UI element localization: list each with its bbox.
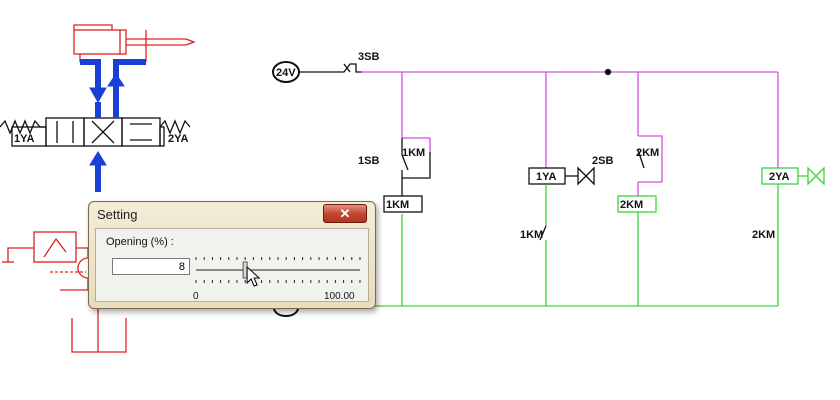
coil-1km xyxy=(383,195,423,213)
relief-line xyxy=(7,247,34,262)
label-2km-hold: 2KM xyxy=(636,147,659,159)
slider-thumb[interactable] xyxy=(242,261,248,279)
label-2ya-coil: 2YA xyxy=(769,171,789,183)
cylinder-rod-end xyxy=(185,38,196,46)
label-1km-hold: 1KM xyxy=(402,147,425,159)
cylinder-body xyxy=(73,29,127,55)
tank xyxy=(71,318,127,353)
label-valve-1ya: 1YA xyxy=(14,133,34,145)
label-2km-nc: 2KM xyxy=(752,229,775,241)
label-1km-coil: 1KM xyxy=(386,199,409,211)
pump-line xyxy=(76,247,89,258)
opening-input[interactable] xyxy=(112,258,190,275)
cylinder-cap xyxy=(73,24,113,30)
label-1sb: 1SB xyxy=(358,155,379,167)
slider-min-label: 0 xyxy=(193,291,199,302)
label-1ya-coil: 1YA xyxy=(536,171,556,183)
directional-valve xyxy=(0,117,191,147)
opening-slider[interactable] xyxy=(192,251,368,289)
switch-3sb xyxy=(336,63,362,73)
dialog-title: Setting xyxy=(97,207,138,222)
circuit-labels: 24V 3SB 1SB 1KM 1KM 1YA 2SB 2KM 2KM 1KM … xyxy=(14,51,789,241)
relief-arrow xyxy=(43,237,67,258)
setting-dialog: Setting ✕ Opening (%) : 0 100.00 xyxy=(88,201,376,309)
label-3sb: 3SB xyxy=(358,51,379,63)
drain-line xyxy=(60,278,89,291)
mouse-cursor-icon xyxy=(246,265,261,287)
relief-valve xyxy=(33,231,77,263)
opening-label: Opening (%) : xyxy=(106,236,174,248)
close-button[interactable]: ✕ xyxy=(323,204,367,223)
dialog-panel: Opening (%) : 0 100.00 xyxy=(95,228,369,302)
slider-max-label: 100.00 xyxy=(324,291,355,302)
label-1km-nc: 1KM xyxy=(520,229,543,241)
dialog-titlebar[interactable]: Setting ✕ xyxy=(89,202,375,226)
coil-2km xyxy=(617,195,657,213)
close-icon: ✕ xyxy=(339,206,351,221)
supply-label: 24V xyxy=(276,67,296,79)
label-valve-2ya: 2YA xyxy=(168,133,188,145)
label-2sb: 2SB xyxy=(592,155,613,167)
flow-arrows xyxy=(80,59,146,192)
label-2km-coil: 2KM xyxy=(620,199,643,211)
